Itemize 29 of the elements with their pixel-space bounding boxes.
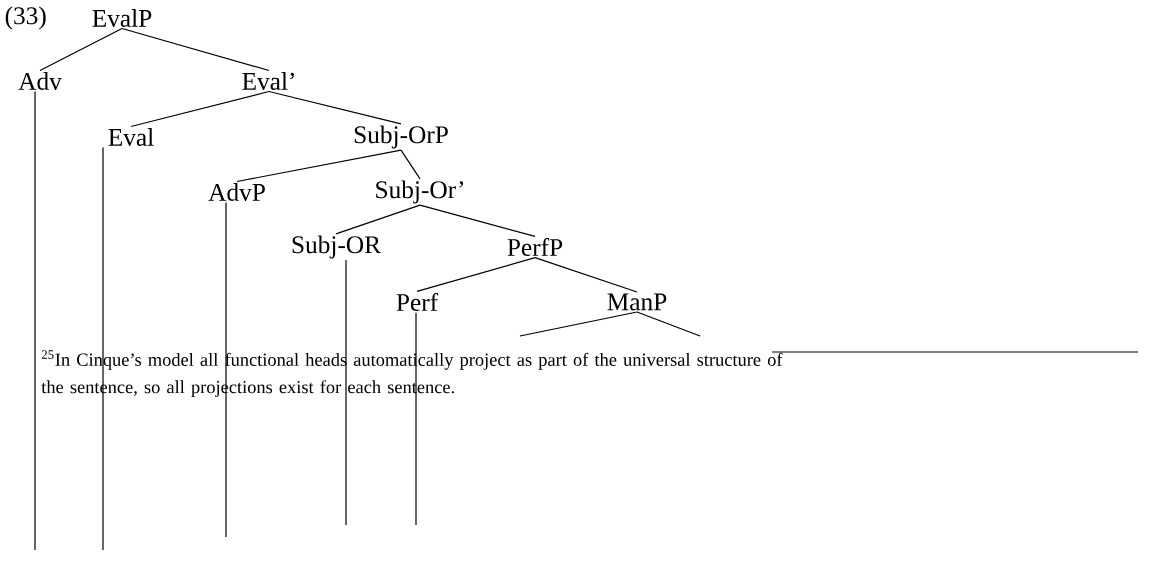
branch-line <box>345 259 347 526</box>
branch-line <box>102 146 104 551</box>
branch-line <box>636 311 701 337</box>
tree-branch <box>534 257 638 293</box>
tree-branch <box>416 257 536 292</box>
tree-label: Perf <box>396 292 439 312</box>
tree-branch <box>400 149 421 180</box>
branch-line <box>415 312 417 526</box>
tree-label: PerfP <box>507 237 563 257</box>
tree-label: Eval <box>108 128 154 146</box>
tree-label: EvalP <box>92 9 152 27</box>
tree-branch <box>121 27 270 72</box>
tree-label: ManP <box>607 293 667 311</box>
tree-label: Subj-OrP <box>354 125 448 149</box>
branch-line <box>519 311 638 337</box>
tree-label: Adv <box>18 72 62 90</box>
tree-branch <box>419 204 536 237</box>
tree-label: AdvP <box>208 183 265 201</box>
tree-branch <box>335 204 421 235</box>
example-number: (33) <box>5 6 46 30</box>
tree-label: Subj-Or’ <box>376 180 464 204</box>
tree-label: Subj-OR <box>292 235 381 259</box>
branch-line <box>225 201 227 538</box>
tree-branch <box>236 149 402 183</box>
tree-branch <box>130 90 270 128</box>
tree-label: Eval’ <box>242 72 294 90</box>
tree-branch <box>268 90 402 125</box>
tree-branch <box>39 27 123 72</box>
branch-line <box>34 90 36 551</box>
